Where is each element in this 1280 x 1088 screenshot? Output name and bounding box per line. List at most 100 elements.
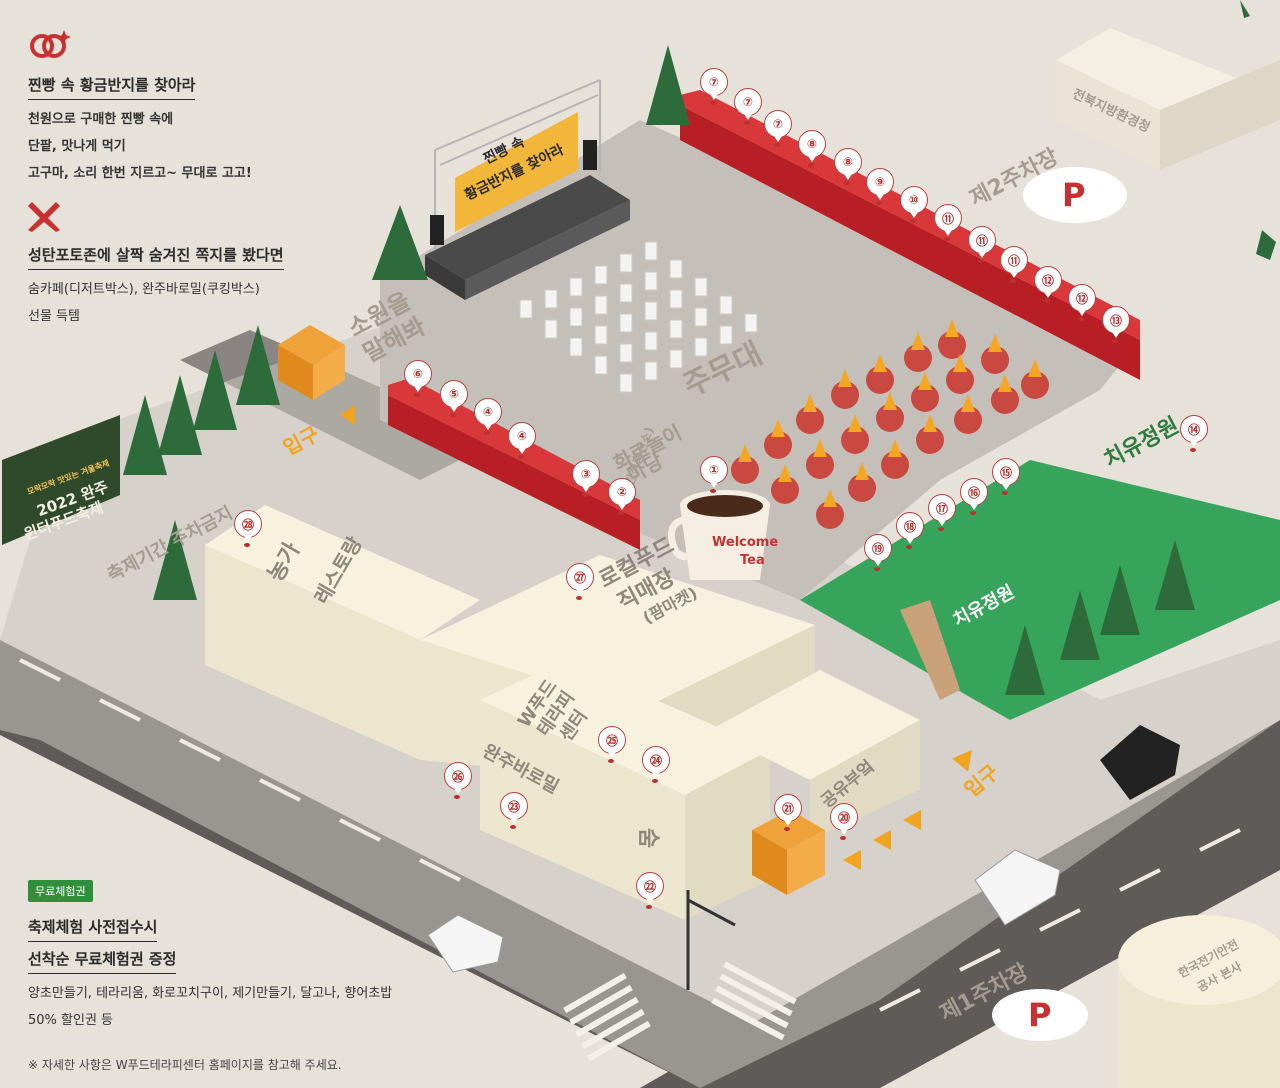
- panel-ticket-title-2: 선착순 무료체험권 증정: [28, 948, 177, 974]
- booth-pin-number: ⑪: [968, 226, 996, 254]
- booth-pin-number: ㉕: [598, 726, 626, 754]
- booth-pin-number: ⑫: [1034, 266, 1062, 294]
- booth-pin-number: ㉑: [774, 794, 802, 822]
- panel-ticket-event: 무료체험권 축제체험 사전접수시 선착순 무료체험권 증정 양초만들기, 테라리…: [28, 880, 428, 1028]
- gift-ribbon-icon: [28, 202, 60, 232]
- booth-pin-number: ㉔: [642, 746, 670, 774]
- booth-pin-number: ⑦: [734, 88, 762, 116]
- crosswalk-right: [711, 961, 797, 1041]
- booth-pin: ㉑: [774, 794, 802, 831]
- panel-photo-title: 성탄포토존에 살짝 숨겨진 쪽지를 봤다면: [28, 244, 284, 270]
- booth-pin: ㉕: [598, 726, 626, 763]
- parking-2-marker: [1023, 167, 1127, 223]
- booth-pin-number: ㉓: [500, 792, 528, 820]
- booth-pin-number: ⑩: [900, 186, 928, 214]
- panel-ring-event: 찐빵 속 황금반지를 찾아라 천원으로 구매한 찐빵 속에 단팥, 맛나게 먹기…: [28, 28, 328, 181]
- panel-ring-line-2: 단팥, 맛나게 먹기: [28, 139, 126, 154]
- car-white-left: [427, 914, 504, 973]
- booth-pin: ①: [700, 456, 728, 493]
- booth-pin: ㉖: [444, 762, 472, 799]
- panel-ring-line-3: 고구마, 소리 한번 지르고~ 무대로 고고!: [28, 166, 252, 181]
- booth-pin-number: ⑳: [830, 803, 858, 831]
- booth-pin: ⑫: [1068, 284, 1096, 321]
- booth-pin: ⑤: [440, 380, 468, 417]
- kepco-building: [1118, 915, 1280, 1088]
- panel-ticket-title-1: 축제체험 사전접수시: [28, 916, 158, 942]
- panel-ring-title: 찐빵 속 황금반지를 찾아라: [28, 74, 196, 100]
- panel-photo-line-2: 선물 득템: [28, 309, 80, 324]
- booth-pin-number: ⑨: [866, 168, 894, 196]
- booth-pin-number: ⑬: [1102, 306, 1130, 334]
- trees: [123, 45, 1195, 695]
- booth-pin: ⑬: [1102, 306, 1130, 343]
- booth-pin-number: ⑯: [960, 478, 988, 506]
- booth-pin: ⑯: [960, 478, 988, 515]
- label-soom: 숨: [635, 827, 661, 849]
- booth-pin-number: ④: [508, 422, 536, 450]
- building-wfood-center: [480, 660, 770, 920]
- booth-pin: ⑩: [900, 186, 928, 223]
- booth-pin-number: ⑦: [700, 68, 728, 96]
- label-welcome: Welcome: [712, 535, 779, 550]
- booth-pin-number: ⑧: [798, 130, 826, 158]
- booth-pin: ②: [608, 478, 636, 515]
- parking-symbol-2: P: [1062, 176, 1086, 214]
- booth-pin: ⑦: [700, 68, 728, 105]
- booth-pin: ⑰: [928, 494, 956, 531]
- booth-pin-number: ⑫: [1068, 284, 1096, 312]
- festival-hedge-sign: [2, 415, 120, 545]
- label-tea: Tea: [740, 553, 765, 568]
- booth-pin: ⑳: [830, 803, 858, 840]
- env-office-building: [1056, 28, 1280, 170]
- booth-pin-number: ⑥: [404, 360, 432, 388]
- booth-pin-number: ⑪: [1000, 246, 1028, 274]
- booth-pin: ⑭: [1180, 415, 1208, 452]
- booth-pin: ⑫: [1034, 266, 1062, 303]
- panel-photo-line-1: 숨카페(디저트박스), 완주바로밀(쿠킹박스): [28, 282, 260, 297]
- parking-1-marker: [992, 989, 1088, 1041]
- booth-pin-number: ⑱: [896, 512, 924, 540]
- booth-pin: ⑲: [864, 534, 892, 571]
- booth-pin-number: ⑦: [764, 110, 792, 138]
- booth-pin-number: ②: [608, 478, 636, 506]
- booth-pin: ⑧: [798, 130, 826, 167]
- booth-pin: ㉔: [642, 746, 670, 783]
- booth-pin-number: ㉒: [636, 872, 664, 900]
- booth-pin: ⑨: [866, 168, 894, 205]
- rings-icon: [30, 30, 71, 58]
- booth-pin-number: ⑧: [834, 148, 862, 176]
- booth-pin: ⑦: [734, 88, 762, 125]
- booth-pin-number: ③: [572, 460, 600, 488]
- car-white-right: [974, 849, 1061, 926]
- lane-marks: [19, 658, 1241, 1012]
- booth-pin-number: ①: [700, 456, 728, 484]
- booth-pin-number: ⑪: [934, 204, 962, 232]
- booth-pin: ⑮: [992, 458, 1020, 495]
- booth-pin: ㉘: [234, 510, 262, 547]
- leaf-decor: [1240, 0, 1276, 260]
- panel-ring-line-1: 천원으로 구매한 찐빵 속에: [28, 112, 174, 127]
- booth-pin-number: ⑰: [928, 494, 956, 522]
- free-ticket-badge: 무료체험권: [28, 880, 93, 902]
- booth-pin: ⑪: [1000, 246, 1028, 283]
- kiosk-orange-left: [278, 325, 345, 400]
- booth-pin-number: ⑤: [440, 380, 468, 408]
- panel-photo-event: 성탄포토존에 살짝 숨겨진 쪽지를 봤다면 숨카페(디저트박스), 완주바로밀(…: [28, 198, 358, 324]
- building-farm-restaurant: [205, 505, 480, 760]
- booth-pin: ⑥: [404, 360, 432, 397]
- booth-pin-number: ㉖: [444, 762, 472, 790]
- booth-pin-number: ⑲: [864, 534, 892, 562]
- car-black: [1100, 725, 1180, 800]
- booth-pin: ④: [474, 398, 502, 435]
- booth-pin: ⑧: [834, 148, 862, 185]
- booth-pin: ⑪: [934, 204, 962, 241]
- parking-symbol-1: P: [1028, 996, 1052, 1034]
- booth-pin-number: ④: [474, 398, 502, 426]
- welcome-tea-cup: [667, 490, 770, 580]
- booth-pin: ㉓: [500, 792, 528, 829]
- entrance-arrows: [340, 405, 972, 870]
- stage: [425, 79, 630, 300]
- traffic-light: [686, 890, 736, 990]
- audience-chairs: [519, 241, 758, 393]
- fire-pits: [731, 319, 1049, 529]
